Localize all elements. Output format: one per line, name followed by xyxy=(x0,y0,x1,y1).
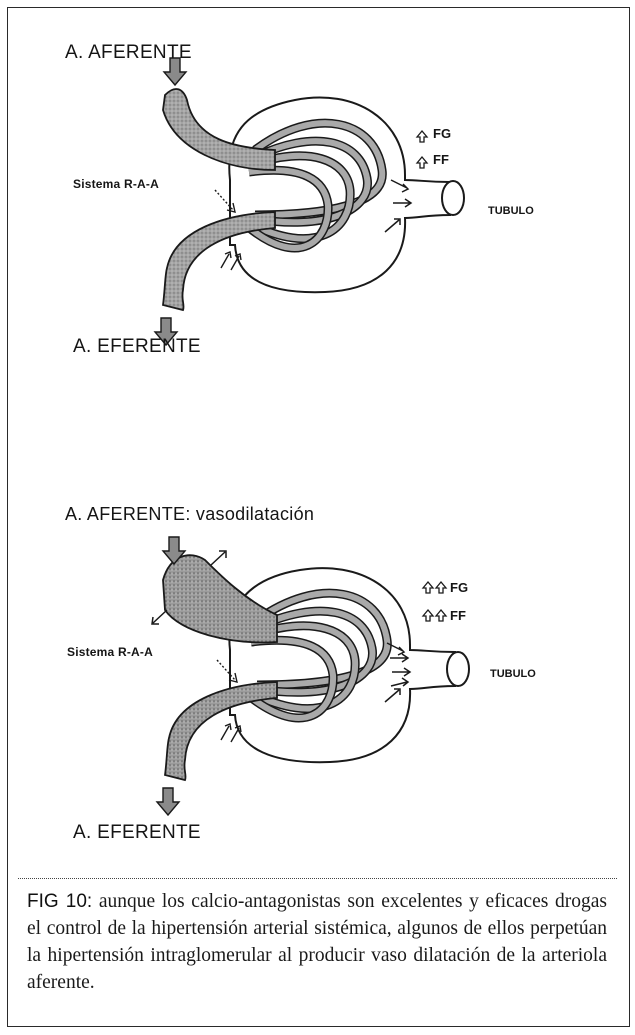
raa-arrow xyxy=(215,190,235,212)
raa-system-label: Sistema R-A-A xyxy=(73,177,159,191)
figure-number: FIG 10: xyxy=(27,891,92,912)
diagram-vasodilation: A. AFERENTE: vasodilatación Sistema R-A-… xyxy=(25,460,625,920)
diagram-normal: A. AFERENTE Sistema R-A-A FG FF TUBULO A… xyxy=(25,0,625,460)
ff-label: FF xyxy=(433,152,449,167)
fg-ff-arrows xyxy=(417,131,427,168)
efferent-arteriole xyxy=(163,212,275,310)
efferent-outflow-arrow xyxy=(157,788,179,815)
tubule-label: TUBULO xyxy=(488,205,534,217)
pressure-up-arrows xyxy=(221,724,241,742)
tubule-opening xyxy=(442,181,464,215)
ff-label: FF xyxy=(450,608,466,623)
tubule-label: TUBULO xyxy=(490,668,536,680)
caption-text: aunque los calcio-antagonistas son excel… xyxy=(27,891,607,993)
fg-label: FG xyxy=(450,580,468,595)
raa-arrow xyxy=(217,660,237,682)
fg-label: FG xyxy=(433,126,451,141)
figure-caption: FIG 10: aunque los calcio-antagonistas s… xyxy=(27,888,607,996)
efferent-label: A. EFERENTE xyxy=(73,822,201,844)
caption-divider xyxy=(18,878,617,879)
afferent-arteriole xyxy=(163,89,275,170)
raa-system-label: Sistema R-A-A xyxy=(67,645,153,659)
afferent-vasodilation-label: A. AFERENTE: vasodilatación xyxy=(65,504,314,525)
glomerulus-vasodilation-svg xyxy=(25,460,625,920)
afferent-arteriole-dilated xyxy=(163,555,277,642)
afferent-label: A. AFERENTE xyxy=(65,42,192,64)
efferent-label: A. EFERENTE xyxy=(73,336,201,358)
filtration-arrows xyxy=(385,180,411,232)
efferent-arteriole xyxy=(165,682,277,780)
fg-ff-double-arrows xyxy=(423,582,446,621)
tubule-opening xyxy=(447,652,469,686)
glomerulus-normal-svg xyxy=(25,0,625,460)
